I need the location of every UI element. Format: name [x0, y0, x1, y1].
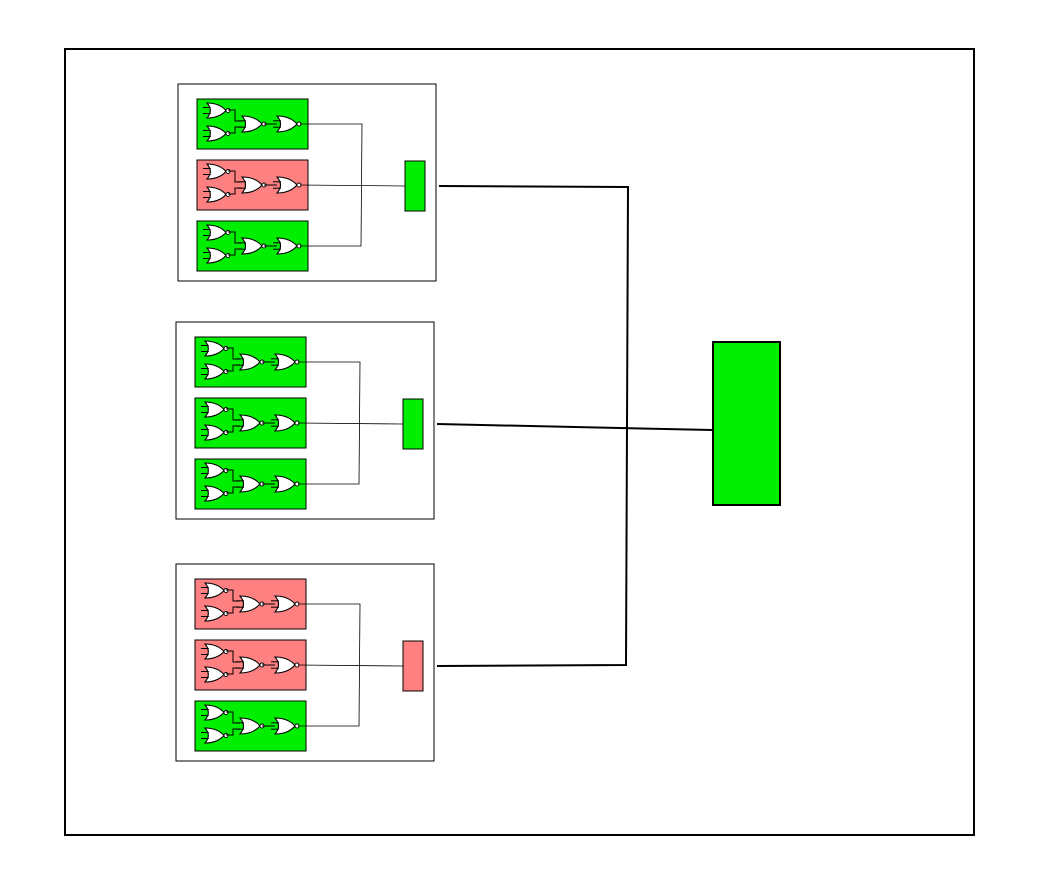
gate-icon: [271, 353, 300, 371]
gate-icon: [201, 605, 229, 622]
circuit-block[interactable]: [194, 700, 307, 752]
gate-body: [203, 666, 225, 683]
gate-body: [203, 704, 225, 721]
gate-icon: [203, 163, 231, 180]
gate-icon: [201, 462, 229, 479]
gate-body: [238, 656, 261, 674]
system-status-block[interactable]: [712, 341, 781, 506]
gate-icon: [271, 475, 300, 493]
bracket-wire: [297, 422, 404, 425]
circuit-block[interactable]: [196, 98, 309, 150]
gate-icon: [273, 176, 302, 194]
bracket-wire: [298, 361, 361, 485]
gate-body: [205, 163, 227, 180]
gate-icon: [273, 237, 302, 255]
gate-icon: [201, 666, 229, 683]
gate-body: [273, 353, 296, 371]
circuit-block[interactable]: [194, 336, 307, 388]
gate-body: [203, 605, 225, 622]
gate-icon: [201, 643, 229, 660]
gate-icon: [201, 704, 229, 721]
gate-icon: [271, 595, 300, 613]
gate-body: [273, 595, 296, 613]
gate-body: [240, 115, 263, 133]
gate-icon: [201, 582, 229, 599]
circuit-block[interactable]: [194, 397, 307, 449]
bracket-wire: [300, 123, 363, 247]
gate-body: [203, 363, 225, 380]
gate-body: [273, 656, 296, 674]
gate-body: [203, 401, 225, 418]
bracket-wire: [298, 603, 361, 727]
gate-body: [240, 237, 263, 255]
bracket-wire: [297, 664, 404, 667]
gate-body: [273, 717, 296, 735]
gate-icon: [203, 125, 231, 142]
circuit-block[interactable]: [196, 159, 309, 211]
gate-body: [238, 414, 261, 432]
gate-icon: [203, 247, 231, 264]
gate-body: [203, 462, 225, 479]
gate-body: [205, 102, 227, 119]
outer-frame: [64, 48, 975, 836]
module-2: [175, 321, 435, 520]
gate-icon: [236, 656, 265, 674]
gate-icon: [271, 414, 300, 432]
gate-body: [238, 353, 261, 371]
gate-body: [205, 186, 227, 203]
aggregator-block[interactable]: [402, 398, 424, 450]
module-1: [177, 83, 437, 282]
gate-body: [238, 475, 261, 493]
gate-body: [203, 485, 225, 502]
gate-icon: [236, 414, 265, 432]
gate-body: [203, 424, 225, 441]
circuit-block[interactable]: [196, 220, 309, 272]
gate-body: [275, 237, 298, 255]
gate-icon: [238, 237, 267, 255]
gate-icon: [201, 401, 229, 418]
gate-body: [275, 115, 298, 133]
gate-icon: [271, 717, 300, 735]
modules-layer: [175, 83, 437, 762]
gate-icon: [236, 717, 265, 735]
trunk-wire: [436, 423, 713, 431]
gate-icon: [203, 186, 231, 203]
gate-body: [205, 247, 227, 264]
aggregator-block[interactable]: [402, 640, 424, 692]
circuit-block[interactable]: [194, 639, 307, 691]
gate-body: [273, 414, 296, 432]
aggregator-block[interactable]: [404, 160, 426, 212]
gate-body: [203, 582, 225, 599]
gate-icon: [271, 656, 300, 674]
links-layer: [436, 185, 713, 667]
gate-icon: [201, 424, 229, 441]
module-3: [175, 563, 435, 762]
circuit-block[interactable]: [194, 458, 307, 510]
bracket-wire: [299, 184, 406, 187]
gate-body: [203, 727, 225, 744]
gate-icon: [201, 727, 229, 744]
gate-body: [238, 595, 261, 613]
gate-body: [238, 717, 261, 735]
trunk-wire: [436, 185, 630, 667]
gate-body: [275, 176, 298, 194]
gate-body: [205, 125, 227, 142]
circuit-block[interactable]: [194, 578, 307, 630]
gate-body: [205, 224, 227, 241]
gate-body: [203, 643, 225, 660]
gate-body: [203, 340, 225, 357]
gate-body: [273, 475, 296, 493]
gate-body: [240, 176, 263, 194]
